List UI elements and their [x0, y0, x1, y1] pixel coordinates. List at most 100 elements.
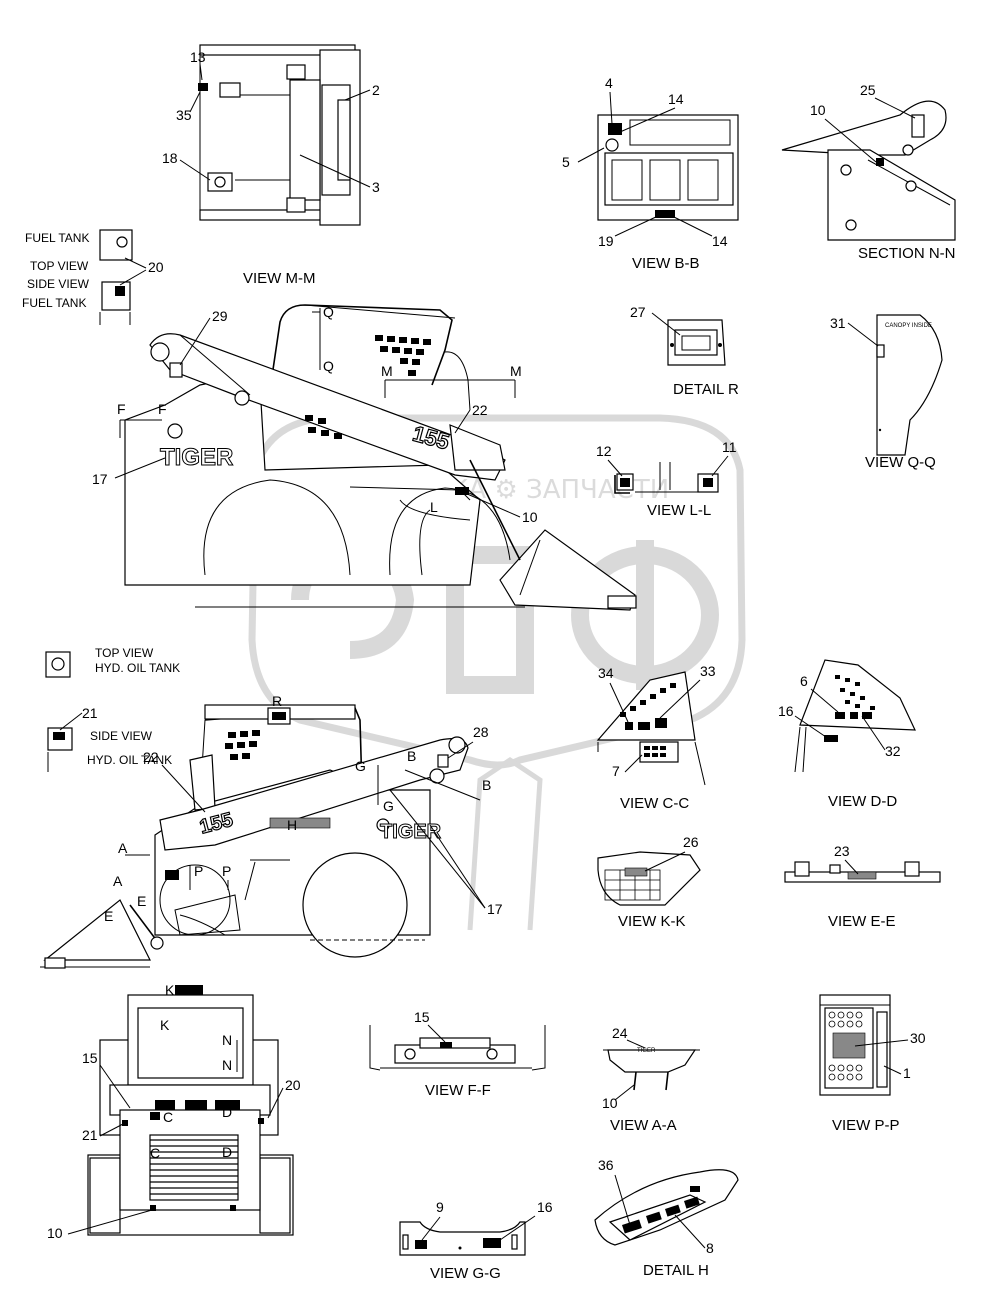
callout-16-gg: 16	[537, 1199, 553, 1215]
callout-3: 3	[372, 179, 380, 195]
callout-22-lower: 22	[143, 749, 159, 765]
note-top-view: TOP VIEW	[30, 259, 89, 273]
callout-12: 12	[596, 443, 612, 459]
callout-33: 33	[700, 663, 716, 679]
callout-22-upper: 22	[472, 402, 488, 418]
callout-18: 18	[162, 150, 178, 166]
mark-b-lower: B	[482, 777, 491, 793]
caption-view-kk: VIEW K-K	[618, 913, 686, 930]
mark-q-upper: Q	[323, 304, 334, 320]
callout-2: 2	[372, 82, 380, 98]
mark-k-lower: K	[160, 1017, 170, 1033]
caption-view-bb: VIEW B-B	[632, 255, 700, 272]
mark-f-right: F	[158, 401, 167, 417]
caption-view-ll: VIEW L-L	[647, 502, 711, 519]
hyd-oil-tank-note: TOP VIEW HYD. OIL TANK SIDE VIEW HYD. OI…	[45, 646, 180, 772]
mark-p-left: P	[194, 863, 203, 879]
callout-9: 9	[436, 1199, 444, 1215]
callout-15-ff: 15	[414, 1009, 430, 1025]
tiger-logo-aa: TIGER	[637, 1048, 656, 1054]
callout-35: 35	[176, 107, 192, 123]
mark-d-lower: D	[222, 1144, 232, 1160]
callout-4: 4	[605, 75, 613, 91]
fuel-tank-note: FUEL TANK TOP VIEW SIDE VIEW FUEL TANK 2…	[22, 229, 164, 325]
callout-28: 28	[473, 724, 489, 740]
mark-a-lower: A	[113, 873, 123, 889]
callout-24: 24	[612, 1025, 628, 1041]
view-ll: 12 11 VIEW L-L	[596, 439, 737, 519]
callout-10-upper: 10	[522, 509, 538, 525]
callout-29: 29	[212, 308, 228, 324]
callout-20-rear: 20	[285, 1077, 301, 1093]
view-dd: 6 16 32 VIEW D-D	[778, 659, 916, 810]
mark-k-upper: K	[165, 982, 175, 998]
mark-m-right: M	[510, 363, 522, 379]
note-side-view: SIDE VIEW	[27, 277, 90, 291]
mark-c-upper: C	[163, 1109, 173, 1125]
view-kk: 26 VIEW K-K	[597, 834, 701, 930]
mark-l: L	[430, 499, 438, 515]
callout-16-dd: 16	[778, 703, 794, 719]
mark-e-lower: E	[104, 908, 113, 924]
caption-view-gg: VIEW G-G	[430, 1265, 501, 1282]
mark-n-upper: N	[222, 1032, 232, 1048]
note-fuel-tank-top: FUEL TANK	[25, 231, 89, 245]
mark-b-upper: B	[407, 748, 416, 764]
tiger-logo-upper: TIGER	[160, 444, 233, 471]
caption-view-cc: VIEW C-C	[620, 795, 689, 812]
mark-q-lower: Q	[323, 358, 334, 374]
mark-p-right: P	[222, 863, 231, 879]
callout-27: 27	[630, 304, 646, 320]
callout-5: 5	[562, 154, 570, 170]
caption-detail-h: DETAIL H	[643, 1262, 709, 1279]
view-cc: 34 33 7 VIEW C-C	[596, 663, 716, 812]
caption-detail-r: DETAIL R	[673, 381, 739, 398]
caption-section-nn: SECTION N-N	[858, 245, 956, 262]
callout-26: 26	[683, 834, 699, 850]
caption-view-dd: VIEW D-D	[828, 793, 897, 810]
mark-d-upper: D	[222, 1104, 232, 1120]
callout-1: 1	[903, 1065, 911, 1081]
callout-19: 19	[598, 233, 614, 249]
callout-23: 23	[834, 843, 850, 859]
caption-view-pp: VIEW P-P	[832, 1117, 900, 1134]
mark-g-lower: G	[383, 798, 394, 814]
detail-r: 27 DETAIL R	[630, 304, 739, 398]
callout-10-nn: 10	[810, 102, 826, 118]
callout-32: 32	[885, 743, 901, 759]
callout-10-aa: 10	[602, 1095, 618, 1111]
callout-34: 34	[598, 665, 614, 681]
mark-r: R	[272, 693, 282, 709]
callout-17-lower: 17	[487, 901, 503, 917]
view-gg: 9 16 VIEW G-G	[399, 1199, 553, 1282]
view-pp: 30 1 VIEW P-P	[819, 994, 926, 1134]
callout-21-rear: 21	[82, 1127, 98, 1143]
callout-36: 36	[598, 1157, 614, 1173]
note-side-view-hyd: SIDE VIEW	[90, 729, 153, 743]
note-fuel-tank-bottom: FUEL TANK	[22, 296, 86, 310]
view-mm: 13 35 18 2 3 VIEW M-M	[162, 44, 380, 287]
caption-view-ff: VIEW F-F	[425, 1082, 491, 1099]
mark-h: H	[287, 817, 297, 833]
machine-side-view-upper: 155 TIGER Q Q M M F F L	[92, 304, 637, 611]
callout-8: 8	[706, 1240, 714, 1256]
callout-11: 11	[722, 439, 737, 455]
view-aa: TIGER 24 10 VIEW A-A	[602, 1025, 700, 1134]
view-bb: 4 14 5 19 14 VIEW B-B	[562, 75, 739, 272]
view-qq: CANOPY INSIDE 31 VIEW Q-Q	[830, 314, 943, 471]
tiger-logo-lower: TIGER	[380, 821, 442, 843]
caption-view-qq: VIEW Q-Q	[865, 454, 936, 471]
machine-side-view-lower: 155 TIGER A A E E P P G G B B H R	[40, 693, 503, 969]
note-hyd-oil-tank-top: HYD. OIL TANK	[95, 661, 180, 675]
view-ff: 15 VIEW F-F	[369, 1009, 546, 1099]
callout-14-b: 14	[712, 233, 728, 249]
mark-a-upper: A	[118, 840, 128, 856]
machine-rear-view: K K N N C C D D 15 20 21 10	[47, 982, 301, 1241]
callout-7: 7	[612, 763, 620, 779]
callout-31: 31	[830, 315, 846, 331]
mark-n-lower: N	[222, 1057, 232, 1073]
caption-view-mm: VIEW M-M	[243, 270, 316, 287]
callout-20-top: 20	[148, 259, 164, 275]
